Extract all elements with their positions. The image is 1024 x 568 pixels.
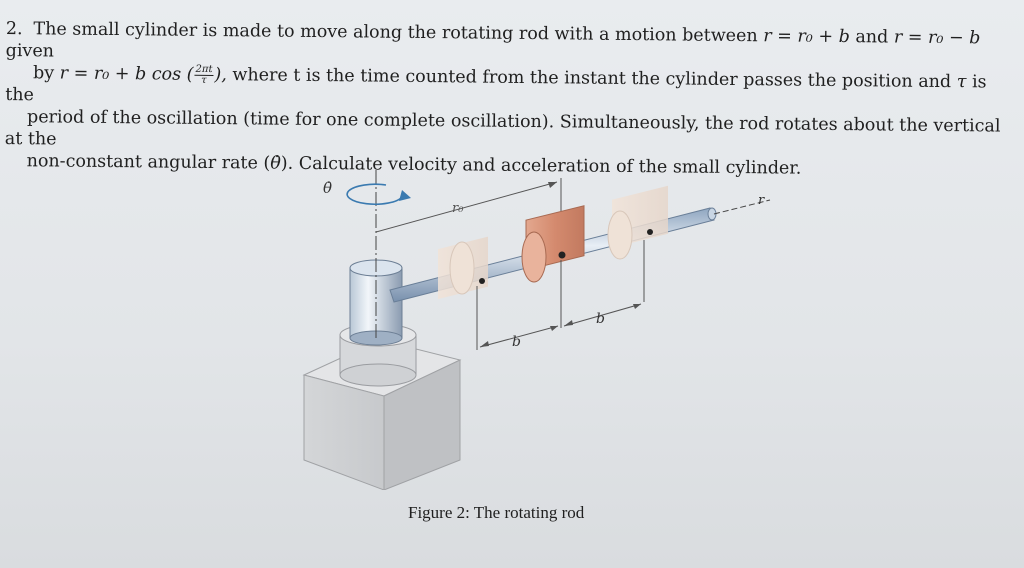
rotating-rod-figure: θ̇ r r₀ b (302, 170, 771, 490)
problem-number: 2. (5, 18, 23, 40)
figure-caption: Figure 2: The rotating rod (408, 503, 585, 522)
r-label: r (758, 193, 765, 208)
ghost-cylinder-outer (607, 185, 668, 260)
base-block (302, 339, 462, 490)
ghost-cylinder-inner (438, 236, 488, 300)
b-label-1: b (512, 334, 521, 350)
theta-dot-label: θ̇ (323, 179, 332, 197)
small-cylinder (521, 205, 585, 283)
rod-axis-extension (713, 199, 771, 215)
problem-statement: 2. The small cylinder is made to move al… (5, 18, 1016, 182)
b-label-2: b (596, 311, 605, 327)
r0-label: r₀ (452, 201, 464, 216)
b-dimensions (476, 240, 645, 350)
rotation-arrow (346, 183, 411, 206)
